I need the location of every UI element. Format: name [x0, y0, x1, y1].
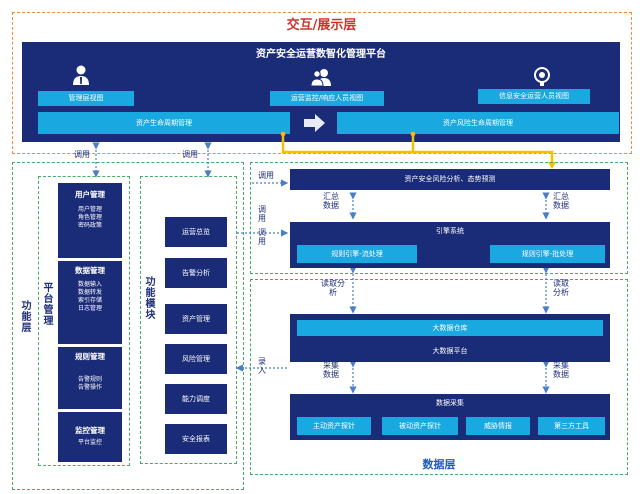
view-monitor-response[interactable]: 运营监控/响应人员视图 — [270, 91, 384, 106]
input-label: 录入 — [258, 357, 266, 375]
group-data-mgmt[interactable] — [58, 261, 122, 344]
collect-label-left: 采集数据 — [323, 361, 339, 379]
group-rule-mgmt-title: 规则管理 — [75, 352, 105, 361]
call-label-5: 调用 — [258, 228, 266, 246]
asset-lifecycle-bar[interactable]: 资产生命周期管理 — [38, 112, 290, 134]
manager-icon — [72, 64, 90, 86]
group-monitor-mgmt-item: 平台监控 — [77, 439, 102, 446]
group-rule-mgmt[interactable] — [58, 347, 122, 409]
third-party-tools[interactable]: 第三方工具 — [538, 417, 605, 435]
group-data-mgmt-item: 日志管理 — [77, 305, 102, 312]
bigdata-platform-title: 大数据平台 — [432, 347, 468, 355]
group-data-mgmt-title: 数据管理 — [75, 266, 105, 275]
module-security-report[interactable]: 安全报表 — [165, 424, 227, 454]
module-asset-mgmt[interactable]: 资产管理 — [165, 304, 227, 334]
data-collection-title: 数据采集 — [436, 399, 464, 407]
upper-data-frame — [250, 162, 628, 274]
call-label-3: 调用 — [258, 171, 274, 180]
modules-title: 功能模块 — [143, 276, 154, 320]
interaction-layer-frame — [12, 12, 632, 154]
view-security-operator[interactable]: 信息安全运营人员视图 — [478, 89, 590, 104]
modules-frame — [140, 176, 237, 464]
threat-intel[interactable]: 威胁情报 — [466, 417, 530, 435]
team-icon — [310, 68, 332, 87]
function-layer-title: 功能层 — [19, 300, 30, 333]
data-layer-title: 数据层 — [422, 458, 456, 471]
module-alert-analysis[interactable]: 告警分析 — [165, 258, 227, 288]
collect-label-right: 采集数据 — [553, 361, 569, 379]
bigdata-warehouse-bar[interactable]: 大数据仓库 — [297, 320, 603, 336]
group-user-mgmt[interactable] — [58, 183, 122, 258]
platform-mgmt-frame — [38, 176, 130, 466]
read-label-left: 读取分析 — [321, 279, 345, 297]
module-capability-dispatch[interactable]: 能力调度 — [165, 384, 227, 414]
platform-mgmt-title: 平台管理 — [41, 282, 52, 326]
summary-label-left: 汇总数据 — [323, 192, 339, 210]
call-label-1: 调用 — [74, 150, 90, 159]
group-data-mgmt-item: 数据转发 — [77, 289, 102, 296]
active-asset-probe[interactable]: 主动资产探针 — [297, 417, 371, 435]
group-user-mgmt-item: 角色管理 — [77, 214, 102, 221]
view-manager[interactable]: 管理层视图 — [38, 91, 134, 106]
platform-title: 资产安全运营数智化管理平台 — [256, 49, 386, 60]
group-data-mgmt-item: 索引存储 — [77, 297, 102, 304]
rule-engine-stream[interactable]: 规则引擎-流处理 — [297, 245, 417, 263]
group-user-mgmt-item: 密码政策 — [77, 222, 102, 229]
group-rule-mgmt-item: 告警规则 — [77, 376, 102, 383]
right-arrow-icon — [302, 113, 326, 133]
group-user-mgmt-item: 用户管理 — [77, 206, 102, 213]
module-operation-overview[interactable]: 运营总览 — [165, 217, 227, 247]
group-monitor-mgmt-title: 监控管理 — [75, 426, 105, 435]
group-rule-mgmt-item: 告警操作 — [77, 384, 102, 391]
call-label-4: 调用 — [258, 205, 266, 223]
group-user-mgmt-title: 用户管理 — [75, 190, 105, 199]
group-data-mgmt-item: 数据输入 — [77, 281, 102, 288]
operator-icon — [532, 66, 552, 86]
module-risk-mgmt[interactable]: 风险管理 — [165, 344, 227, 374]
engine-system-title: 引擎系统 — [436, 227, 464, 235]
summary-label-right: 汇总数据 — [553, 192, 569, 210]
risk-analysis-bar[interactable]: 资产安全风险分析、态势预测 — [290, 169, 610, 190]
rule-engine-batch[interactable]: 规则引擎-批处理 — [490, 245, 605, 263]
function-layer-frame — [12, 162, 244, 490]
read-label-right: 读取分析 — [553, 279, 569, 297]
call-label-2: 调用 — [182, 150, 198, 159]
group-monitor-mgmt[interactable] — [58, 412, 122, 462]
passive-asset-probe[interactable]: 被动资产探针 — [382, 417, 458, 435]
risk-lifecycle-bar[interactable]: 资产风险生命周期管理 — [337, 112, 619, 134]
interaction-layer-title: 交互/展示层 — [286, 18, 357, 33]
data-layer-frame — [250, 279, 628, 475]
